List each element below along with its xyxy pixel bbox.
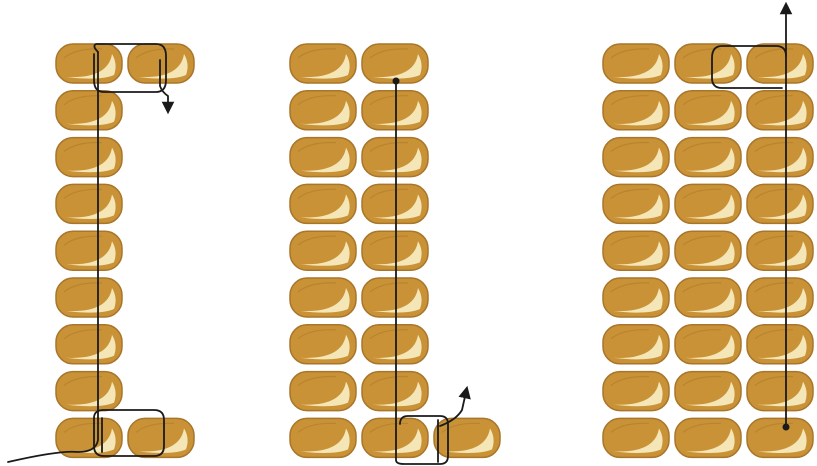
panel-3-bead-r6-c3 (747, 278, 813, 317)
panel-1-bead-r2-c1 (56, 91, 122, 130)
panel-2-bead-r7-c1 (290, 325, 356, 364)
panel-2-bead-r9-c1 (290, 418, 356, 457)
panel-3-bead-r3-c1 (603, 138, 669, 177)
panel-1-bead-r1-c1 (56, 44, 122, 83)
panel-3-bead-r6-c1 (603, 278, 669, 317)
panel-2-bead-r3-c1 (290, 138, 356, 177)
panel-3-bead-r4-c3 (747, 184, 813, 223)
panel-3-bead-r7-c3 (747, 325, 813, 364)
panel-3-bead-r1-c2 (675, 44, 741, 83)
panel-1-bead-r4-c1 (56, 184, 122, 223)
panel-3-bead-r1-c3 (747, 44, 813, 83)
panel-3-bead-r5-c2 (675, 231, 741, 270)
panel-1-bead-r5-c1 (56, 231, 122, 270)
panel-2-bead-r1-c2 (362, 44, 428, 83)
panel-2-bead-r2-c1 (290, 91, 356, 130)
panel-3-bead-r3-c2 (675, 138, 741, 177)
panel-3-bead-r5-c1 (603, 231, 669, 270)
panel-2-bead-r1-c1 (290, 44, 356, 83)
panel-3-bead-r7-c2 (675, 325, 741, 364)
panel-2-bead-r4-c2 (362, 184, 428, 223)
panel-1-bead-r9-c2 (128, 418, 194, 457)
panel-3-bead-r4-c1 (603, 184, 669, 223)
panel-2-bead-r8-c2 (362, 372, 428, 411)
panel-3-bead-r2-c2 (675, 91, 741, 130)
panel-1-bead-r3-c1 (56, 138, 122, 177)
panel-1-bead-r8-c1 (56, 372, 122, 411)
panel-3-bead-r9-c1 (603, 418, 669, 457)
panel-3-bead-r6-c2 (675, 278, 741, 317)
panel-3-bead-r5-c3 (747, 231, 813, 270)
panel-1-bead-r1-c2 (128, 44, 194, 83)
panel-3-bead-r1-c1 (603, 44, 669, 83)
panel-3-bead-r2-c3 (747, 91, 813, 130)
panel-1-bead-r6-c1 (56, 278, 122, 317)
panel-3-bead-r9-c2 (675, 418, 741, 457)
panel-3-bead-r2-c1 (603, 91, 669, 130)
panel-2-bead-r7-c2 (362, 325, 428, 364)
panel-2-bead-r3-c2 (362, 138, 428, 177)
panel-2-bead-r5-c1 (290, 231, 356, 270)
panel-2-bead-r2-c2 (362, 91, 428, 130)
panel-3-bead-r8-c1 (603, 372, 669, 411)
panel-3-bead-r7-c1 (603, 325, 669, 364)
panel-2-bead-r5-c2 (362, 231, 428, 270)
panel-2-bead-r4-c1 (290, 184, 356, 223)
panel-3-bead-r8-c2 (675, 372, 741, 411)
panel-3-bead-r4-c2 (675, 184, 741, 223)
panel-3-bead-r9-c3 (747, 418, 813, 457)
panel-2-bead-r9-c2 (362, 418, 428, 457)
panel-3-bead-r3-c3 (747, 138, 813, 177)
panel-2-bead-r6-c2 (362, 278, 428, 317)
panel-3-bead-r8-c3 (747, 372, 813, 411)
panel-2-bead-r6-c1 (290, 278, 356, 317)
beads-layer (56, 44, 813, 457)
panel-2-bead-r8-c1 (290, 372, 356, 411)
panel-1-bead-r7-c1 (56, 325, 122, 364)
